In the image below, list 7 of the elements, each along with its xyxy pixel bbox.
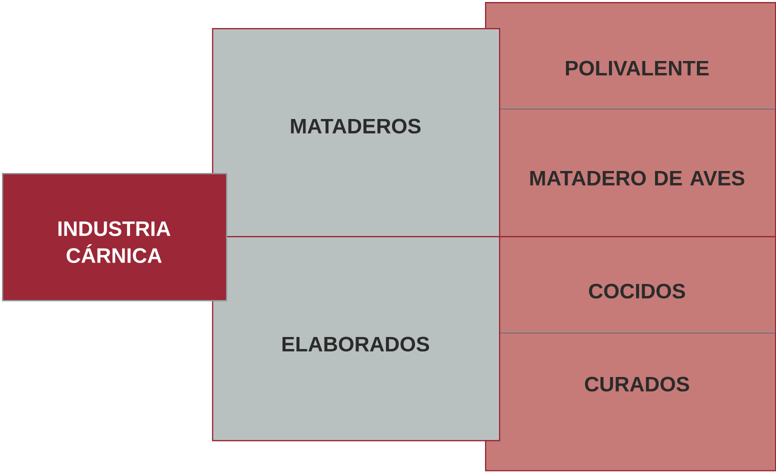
category-box: MATADEROS xyxy=(212,28,500,238)
sector-box: INDUSTRIA CÁRNICA xyxy=(2,173,228,302)
subcategory-box: CURADOS xyxy=(485,332,776,472)
subcategory-box: COCIDOS xyxy=(485,236,776,334)
subcategory-box: MATADERO DE AVES xyxy=(485,108,776,238)
subcategory-box: POLIVALENTE xyxy=(485,2,776,110)
category-box: ELABORADOS xyxy=(212,236,500,442)
